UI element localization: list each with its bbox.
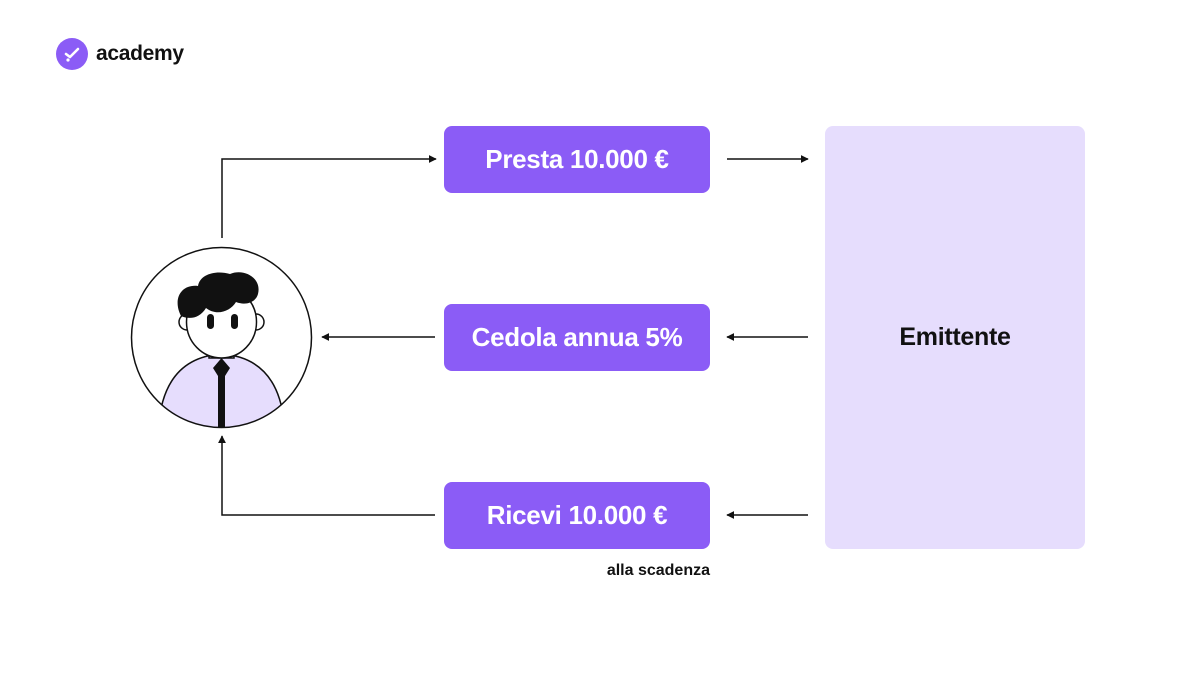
annual-coupon-box: Cedola annua 5% [444, 304, 710, 371]
repayment-box: Ricevi 10.000 € [444, 482, 710, 549]
investor-avatar-icon [130, 246, 313, 429]
checkmark-logo-icon [56, 38, 88, 70]
issuer-box: Emittente [825, 126, 1085, 549]
lend-amount-box: Presta 10.000 € [444, 126, 710, 193]
maturity-caption: alla scadenza [606, 562, 710, 579]
brand-logo: academy [56, 38, 184, 70]
investor-to-lend-arrow [221, 155, 437, 238]
repayment-to-investor-arrow [218, 435, 435, 516]
brand-name: academy [96, 42, 184, 65]
issuer-label: Emittente [899, 323, 1011, 351]
